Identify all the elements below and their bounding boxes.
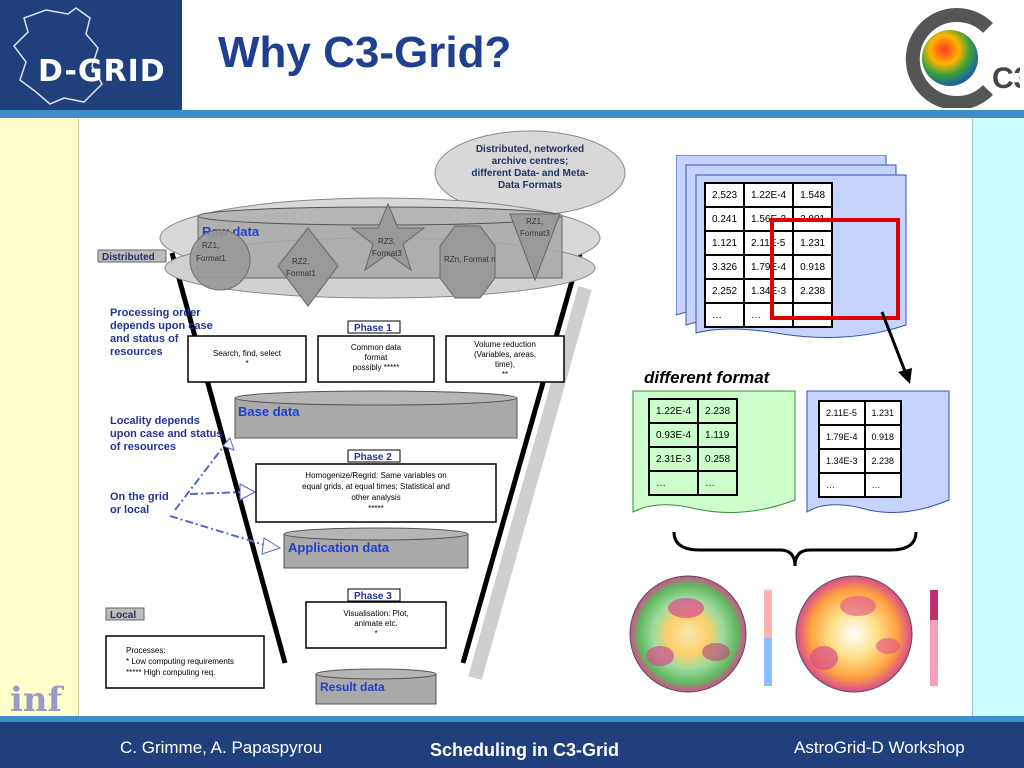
svg-text:equal grids, at equal times; S: equal grids, at equal times; Statistical…: [302, 482, 450, 491]
inf-logo: inf: [10, 680, 63, 720]
c3-logo-text: C3: [992, 62, 1020, 95]
legend-line2: ***** High computing req.: [126, 668, 215, 677]
left-strip: [0, 118, 79, 716]
selection-highlight: [770, 218, 900, 320]
legend-title: Processes:: [126, 646, 166, 655]
arrow-down-icon: [880, 311, 912, 384]
c3-logo: C3: [905, 8, 1020, 108]
svg-text:RZ1,: RZ1,: [202, 241, 219, 250]
cloud-text-1: Distributed, networked: [476, 144, 584, 155]
cloud-text-2: archive centres;: [492, 156, 569, 167]
phase2-label: Phase 2: [354, 452, 392, 463]
application-data-label: Application data: [288, 540, 390, 555]
legend-line1: * Low computing requirements: [126, 657, 234, 666]
svg-text:RZ1,: RZ1,: [526, 217, 543, 226]
svg-text:(Variables, areas,: (Variables, areas,: [474, 350, 536, 359]
svg-text:Search, find, select: Search, find, select: [213, 349, 282, 358]
header-divider: [0, 110, 1024, 118]
note-locality-3: of resources: [110, 441, 176, 453]
svg-text:possibly *****: possibly *****: [353, 363, 400, 372]
slide-title: Why C3-Grid?: [218, 28, 512, 77]
svg-text:Visualisation: Plot,: Visualisation: Plot,: [343, 609, 408, 618]
footer-authors: C. Grimme, A. Papaspyrou: [120, 738, 323, 757]
footer-talk-title: Scheduling in C3-Grid: [430, 740, 620, 760]
right-strip: [972, 118, 1024, 716]
note-locality-2: upon case and status: [110, 428, 222, 440]
cloud-text-3: different Data- and Meta-: [471, 168, 588, 179]
svg-text:format: format: [365, 353, 388, 362]
curly-brace-icon: [672, 531, 918, 567]
d-grid-logo: [0, 0, 182, 110]
note-locality-1: Locality depends: [110, 415, 200, 427]
result-data-label: Result data: [320, 680, 385, 694]
cloud-text-4: Data Formats: [498, 180, 562, 191]
footer-event: AstroGrid-D Workshop: [794, 738, 965, 757]
svg-text:RZ3,: RZ3,: [378, 237, 395, 246]
svg-text:*****: *****: [368, 504, 384, 513]
svg-text:Common data: Common data: [351, 343, 402, 352]
svg-text:Format3: Format3: [520, 229, 550, 238]
note-processing-2: depends upon case: [110, 320, 213, 332]
svg-text:Volume reduction: Volume reduction: [474, 340, 536, 349]
climate-map-1: [629, 575, 772, 693]
phase1-label: Phase 1: [354, 323, 392, 334]
svg-text:RZn, Format n: RZn, Format n: [444, 255, 496, 264]
c3-funnel-diagram: Distributed, networked archive centres; …: [97, 130, 626, 705]
note-processing-4: resources: [110, 346, 163, 358]
svg-text:RZ2,: RZ2,: [292, 257, 309, 266]
local-label: Local: [110, 610, 136, 621]
d-grid-logo-text: D-GRID: [38, 54, 166, 89]
germany-map-icon: [13, 7, 103, 105]
base-data-label: Base data: [238, 404, 300, 419]
phase3-label: Phase 3: [354, 591, 392, 602]
svg-text:**: **: [502, 370, 508, 379]
svg-text:Format1: Format1: [196, 254, 226, 263]
note-processing-3: and status of: [110, 333, 179, 345]
note-grid-1: On the grid: [110, 491, 169, 503]
svg-text:time),: time),: [495, 360, 515, 369]
climate-map-2: [795, 575, 938, 693]
distributed-label: Distributed: [102, 252, 155, 263]
note-grid-2: or local: [110, 504, 149, 516]
svg-text:other analysis: other analysis: [351, 493, 400, 502]
note-processing-1: Processing order: [110, 307, 201, 319]
svg-text:Format1: Format1: [286, 269, 316, 278]
svg-text:Format3: Format3: [372, 249, 402, 258]
footer-bar: [0, 716, 1024, 768]
svg-text:*: *: [374, 629, 377, 638]
svg-text:animate etc.: animate etc.: [354, 619, 398, 628]
different-format-label: different format: [644, 368, 770, 387]
svg-text:Homogenize/Regrid: Same variab: Homogenize/Regrid: Same variables on: [305, 471, 446, 480]
svg-text:*: *: [245, 359, 248, 368]
